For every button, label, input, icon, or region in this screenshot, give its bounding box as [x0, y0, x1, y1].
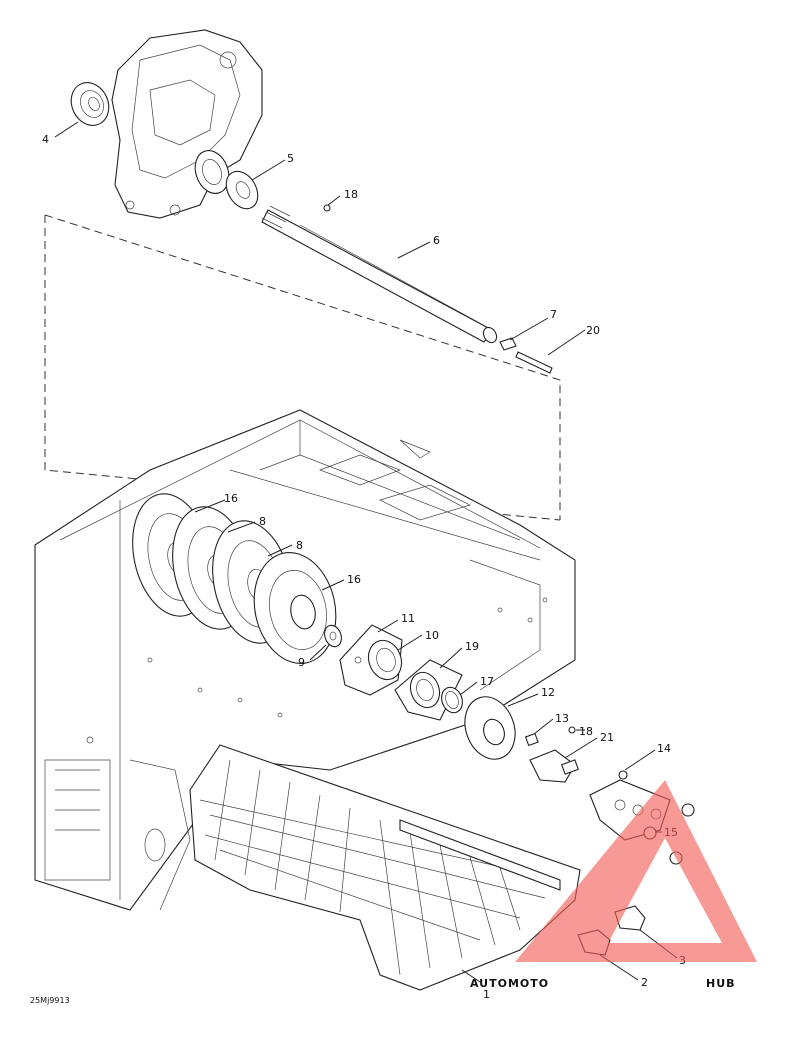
callout-19: 19: [465, 640, 479, 653]
sprocket-part-16-right: [253, 552, 337, 664]
watermark-text-gray: HUB: [706, 977, 736, 990]
callout-13: 13: [555, 712, 569, 725]
callout-8-first: 8: [259, 515, 266, 528]
callout-5: 5: [287, 152, 294, 165]
bolt-part-20: [515, 351, 553, 374]
callout-11: 11: [401, 612, 415, 625]
automotohub-watermark: AUTOMOTO HUB: [470, 780, 757, 990]
callout-4: 4: [42, 133, 49, 146]
watermark-text-orange: AUTOMOTO: [470, 977, 549, 990]
callout-18-lower: 18: [579, 725, 593, 738]
pin-part-18: [323, 204, 331, 212]
leader-lines: [54, 121, 678, 983]
watermark-triangle-logo: [515, 780, 757, 962]
callout-1: 1: [483, 988, 490, 1001]
callout-12: 12: [541, 686, 555, 699]
nut-part-13: [524, 732, 539, 747]
callout-10: 10: [425, 629, 439, 642]
callout-21: 21: [600, 731, 614, 744]
track-part-1: [189, 744, 581, 991]
callout-16-left: 16: [224, 492, 238, 505]
callout-17: 17: [480, 675, 494, 688]
disc-part-12: [464, 696, 516, 760]
callout-2: 2: [641, 976, 648, 989]
callout-6: 6: [433, 234, 440, 247]
bearing-part-4: [70, 82, 110, 126]
o-ring-part-17: [441, 686, 463, 714]
callout-16-right: 16: [347, 573, 361, 586]
gearcase-housing: [111, 29, 263, 219]
sensor-part-21: [529, 749, 579, 783]
washer-part-9: [324, 624, 342, 648]
callout-14: 14: [657, 742, 671, 755]
bearing-part-10: [367, 639, 403, 681]
callout-8-second: 8: [296, 539, 303, 552]
callout-9: 9: [298, 656, 305, 669]
drawing-code: 25Mj9913: [30, 996, 70, 1005]
callout-20: 20: [586, 324, 600, 337]
callout-7: 7: [550, 308, 557, 321]
clip-part-7: [499, 337, 517, 351]
callout-18-top: 18: [344, 188, 358, 201]
pin-part-18-lower: [568, 726, 576, 734]
drive-axle-part-6: [261, 205, 498, 344]
seal-part-5: [225, 170, 259, 210]
